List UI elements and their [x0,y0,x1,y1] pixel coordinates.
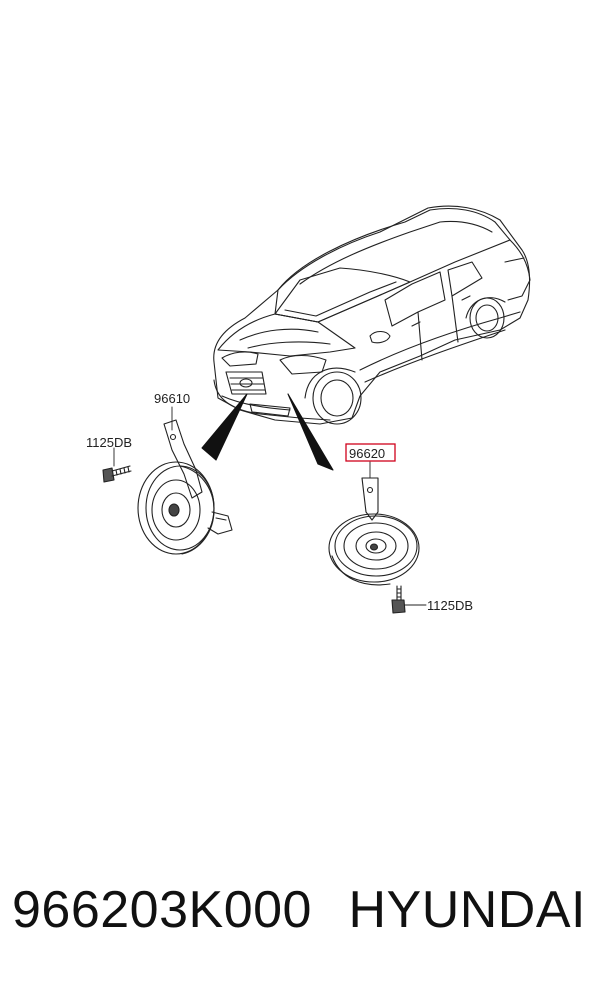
left-bolt-icon [102,465,132,483]
part-number: 966203K000 [12,881,312,939]
label-right-1125db: 1125DB [427,598,473,613]
label-left-1125db: 1125DB [86,435,132,450]
footer: 966203K000 HYUNDAI [0,872,600,948]
highlight-box-96620 [345,443,396,462]
right-bolt-icon [391,585,406,614]
pointer-wedge-left [201,393,248,461]
left-horn-assembly [102,406,233,555]
label-96610: 96610 [154,391,190,406]
right-horn-assembly [328,461,427,614]
car-illustration [213,205,531,425]
pointer-wedges [201,393,334,471]
brand-name: HYUNDAI [348,881,586,939]
pointer-wedge-right [287,393,334,471]
label-96620: 96620 [349,446,385,461]
